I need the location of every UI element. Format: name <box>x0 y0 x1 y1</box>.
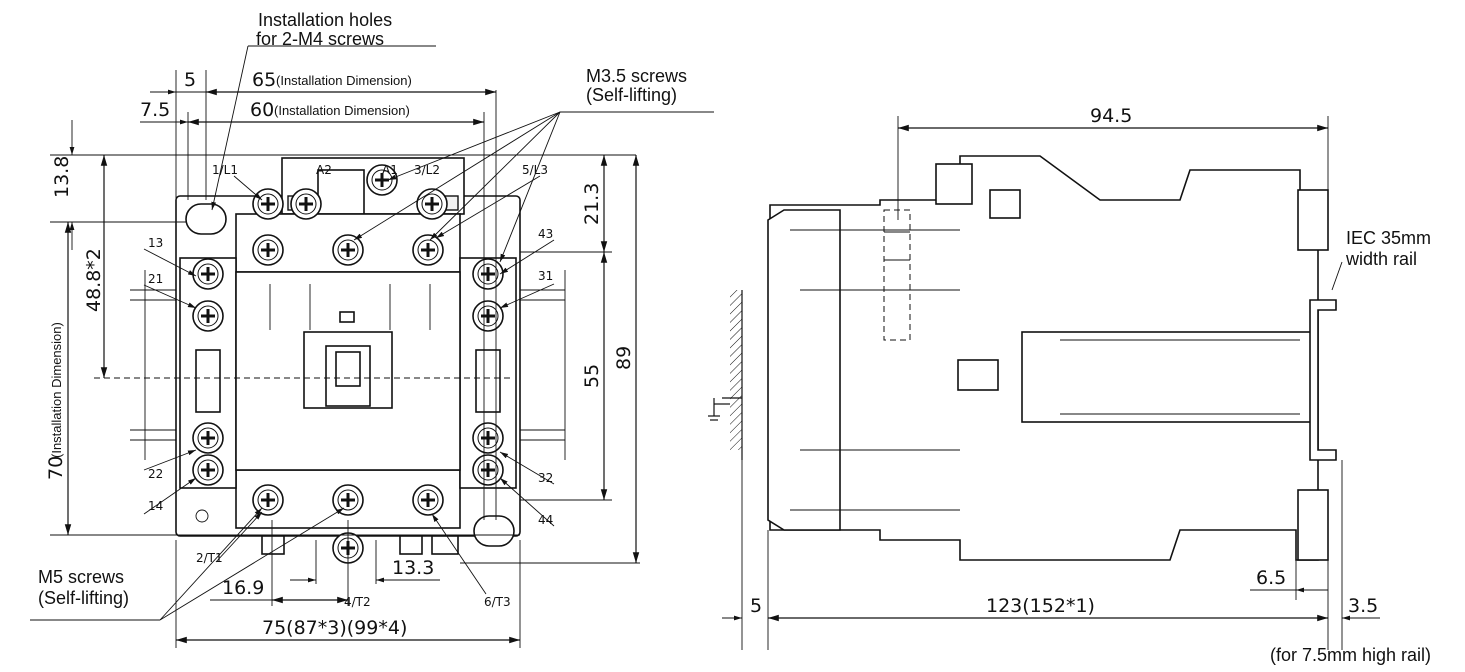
terminal-31: 31 <box>538 269 553 283</box>
callout-install-holes-2: for 2-M4 screws <box>256 29 384 49</box>
front-view-text: Installation holes for 2-M4 screws M3.5 … <box>38 10 687 639</box>
dim-89: 89 <box>613 346 635 370</box>
terminal-32: 32 <box>538 471 553 485</box>
rail-note: (for 7.5mm high rail) <box>1270 645 1431 665</box>
dim-6-5: 6.5 <box>1256 567 1286 589</box>
rail-label-1: IEC 35mm <box>1346 228 1431 248</box>
screw-icon <box>192 258 224 290</box>
dim-5: 5 <box>184 69 196 91</box>
screw-icon <box>252 484 284 516</box>
install-hole-bottom <box>473 515 515 547</box>
screw-icon <box>252 188 284 220</box>
dim-21-3: 21.3 <box>581 183 603 225</box>
terminal-21: 21 <box>148 272 163 286</box>
screw-icon <box>472 454 504 486</box>
dim-13-3: 13.3 <box>392 557 434 579</box>
screw-icon <box>332 484 364 516</box>
terminal-5-l3: 5/L3 <box>522 163 548 177</box>
terminal-1-l1: 1/L1 <box>212 163 238 177</box>
screw-icon <box>192 300 224 332</box>
rail-label-2: width rail <box>1345 249 1417 269</box>
side-view <box>708 155 1337 561</box>
screw-icon <box>472 300 504 332</box>
terminal-a1: A1 <box>382 163 398 177</box>
din-rail-profile <box>1309 299 1337 461</box>
ground-symbol-icon <box>708 397 742 421</box>
callout-install-holes-1: Installation holes <box>258 10 392 30</box>
front-view <box>94 157 566 564</box>
dim-75: 75(87*3)(99*4) <box>262 617 407 639</box>
dim-123: 123(152*1) <box>986 595 1095 617</box>
terminal-4-t2: 4/T2 <box>344 595 371 609</box>
screw-icon <box>416 188 448 220</box>
terminal-3-l2: 3/L2 <box>414 163 440 177</box>
dim-3-5: 3.5 <box>1348 595 1378 617</box>
dim-7-5: 7.5 <box>140 99 170 121</box>
side-view-text: 94.5 5 123(152*1) 6.5 3.5 IEC 35mm width… <box>750 105 1431 665</box>
screw-icon <box>252 234 284 266</box>
dim-65-note: (Installation Dimension) <box>276 73 412 88</box>
screw-icon <box>366 164 398 196</box>
install-hole-top <box>185 203 227 235</box>
callout-m35-1: M3.5 screws <box>586 66 687 86</box>
screw-icon <box>192 422 224 454</box>
dim-60-note: (Installation Dimension) <box>274 103 410 118</box>
terminal-22: 22 <box>148 467 163 481</box>
screw-icon <box>290 188 322 220</box>
front-dimension-lines <box>30 45 714 648</box>
callout-m5-2: (Self-lifting) <box>38 588 129 608</box>
dim-55: 55 <box>581 364 603 388</box>
dim-side-5: 5 <box>750 595 762 617</box>
callout-m5-1: M5 screws <box>38 567 124 587</box>
dim-60: 60 <box>250 99 274 121</box>
dim-70-note: (Installation Dimension) <box>49 322 64 458</box>
side-dimension-lines <box>722 116 1380 650</box>
screw-icon <box>472 422 504 454</box>
terminal-14: 14 <box>148 499 163 513</box>
screw-icon <box>412 484 444 516</box>
callout-m35-2: (Self-lifting) <box>586 85 677 105</box>
terminal-6-t3: 6/T3 <box>484 595 511 609</box>
dim-13-8: 13.8 <box>51 156 73 198</box>
mounting-surface-hatch <box>730 290 742 450</box>
screw-icon <box>472 258 504 290</box>
terminal-a2: A2 <box>316 163 332 177</box>
screw-icon <box>332 234 364 266</box>
dim-65: 65 <box>252 69 276 91</box>
terminal-44: 44 <box>538 513 553 527</box>
dim-16-9: 16.9 <box>222 577 264 599</box>
screw-group <box>192 164 504 564</box>
screw-icon <box>412 234 444 266</box>
screw-icon <box>192 454 224 486</box>
terminal-2-t1: 2/T1 <box>196 551 223 565</box>
terminal-13: 13 <box>148 236 163 250</box>
dim-70: 70 <box>45 456 67 480</box>
dim-48-8: 48.8*2 <box>83 248 105 312</box>
dim-94-5: 94.5 <box>1090 105 1132 127</box>
terminal-43: 43 <box>538 227 553 241</box>
